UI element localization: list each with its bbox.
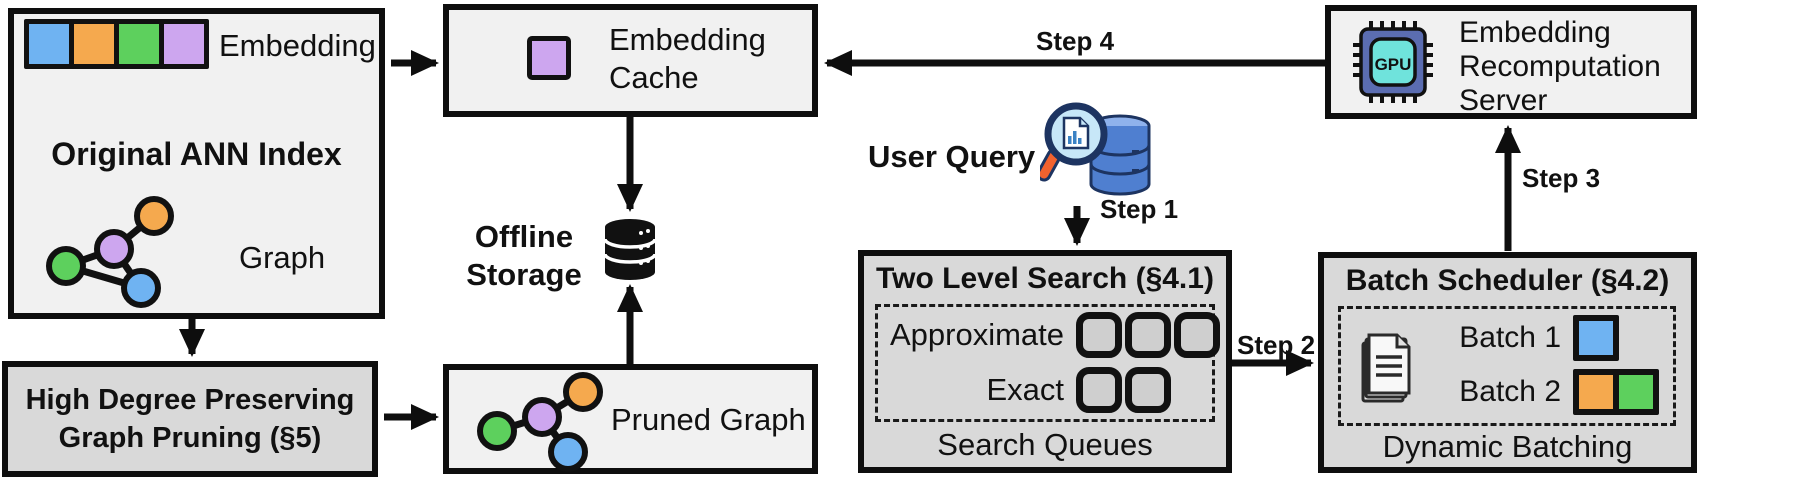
database-icon xyxy=(604,219,656,280)
batch-1-queries xyxy=(1573,315,1619,361)
graph-node-orange xyxy=(563,372,603,412)
graph-node-blue xyxy=(121,268,161,308)
exact-queue-row: Exact xyxy=(886,367,1171,413)
queue-slot xyxy=(1174,312,1220,358)
graph-pruning-box: High Degree Preserving Graph Pruning (§5… xyxy=(2,361,378,477)
two-level-search-title: Two Level Search (§4.1) xyxy=(876,262,1214,295)
graph-node-blue xyxy=(548,432,588,472)
graph-node-green xyxy=(46,246,86,286)
approximate-queue-row: Approximate xyxy=(886,312,1220,358)
query-search-icon xyxy=(1040,102,1151,196)
cached-embedding-icon xyxy=(527,36,571,80)
batch-2-row: Batch 2 xyxy=(1431,369,1659,415)
two-level-search-box: Two Level Search (§4.1) Approximate Exac… xyxy=(858,250,1232,473)
batch-query-orange xyxy=(1579,375,1613,409)
search-queues-footer: Search Queues xyxy=(937,427,1153,462)
pruning-title-line2: Graph Pruning (§5) xyxy=(58,422,322,454)
batch-2-queries xyxy=(1573,369,1659,415)
gpu-chip-icon: GPU xyxy=(1353,21,1433,103)
embedding-segment-blue xyxy=(29,24,69,64)
graph-node-green xyxy=(477,411,517,451)
original-graph-icon xyxy=(42,192,202,317)
offline-storage-line2: Storage xyxy=(466,257,582,292)
server-label-line2: Recomputation xyxy=(1459,50,1661,83)
queue-slot xyxy=(1076,367,1122,413)
batch-query-green xyxy=(1619,375,1653,409)
cached-embedding-purple xyxy=(532,41,566,75)
embedding-segment-purple xyxy=(164,24,204,64)
pruned-graph-label: Pruned Graph xyxy=(611,402,806,437)
step-4-label: Step 4 xyxy=(1036,26,1115,56)
cache-label-line1: Embedding xyxy=(609,22,766,57)
offline-storage-label: Offline Storage xyxy=(450,218,598,294)
batch-2-label: Batch 2 xyxy=(1459,375,1561,408)
approximate-label: Approximate xyxy=(889,317,1064,352)
server-label-line1: Embedding xyxy=(1459,16,1611,49)
documents-icon xyxy=(1361,333,1411,403)
cache-label-line2: Cache xyxy=(609,60,699,95)
original-ann-index-box: Embedding Original ANN Index Graph xyxy=(8,8,385,319)
graph-node-orange xyxy=(134,196,174,236)
recomputation-server-box: GPU Embedding Recomputation Server xyxy=(1325,5,1697,119)
server-label: Embedding Recomputation Server xyxy=(1459,16,1661,118)
batch-1-label: Batch 1 xyxy=(1459,321,1561,354)
search-queues-panel: Approximate Exact xyxy=(875,304,1220,422)
pruning-title-line1: High Degree Preserving xyxy=(25,384,355,416)
offline-storage-line1: Offline xyxy=(474,219,574,254)
queue-slot xyxy=(1125,367,1171,413)
user-query-label: User Query xyxy=(868,139,1036,174)
embedding-segment-orange xyxy=(74,24,114,64)
batch-query-blue xyxy=(1579,321,1613,355)
batch-scheduler-box: Batch Scheduler (§4.2) Batch 1 Batch 2 xyxy=(1318,252,1697,473)
graph-node-purple xyxy=(94,229,134,269)
approximate-queue-slots xyxy=(1076,312,1220,358)
queue-slot xyxy=(1125,312,1171,358)
ann-index-title: Original ANN Index xyxy=(51,136,342,172)
batch-scheduler-title: Batch Scheduler (§4.2) xyxy=(1345,264,1670,297)
pruned-graph-box: Pruned Graph xyxy=(443,364,818,474)
graph-node-purple xyxy=(522,397,562,437)
queue-slot xyxy=(1076,312,1122,358)
exact-queue-slots xyxy=(1076,367,1171,413)
cache-label: Embedding Cache xyxy=(609,21,766,97)
embedding-cache-box: Embedding Cache xyxy=(443,4,818,117)
step-2-label: Step 2 xyxy=(1237,330,1316,360)
magnifier-icon xyxy=(1040,102,1108,182)
graph-label: Graph xyxy=(239,240,326,275)
step-3-label: Step 3 xyxy=(1522,163,1601,193)
exact-label: Exact xyxy=(986,372,1064,407)
pruned-graph-icon xyxy=(467,372,617,472)
step-1-label: Step 1 xyxy=(1100,194,1179,224)
dynamic-batching-panel: Batch 1 Batch 2 xyxy=(1338,306,1676,426)
batch-1-row: Batch 1 xyxy=(1431,315,1619,361)
embedding-label: Embedding xyxy=(219,28,376,63)
gpu-chip-label: GPU xyxy=(1375,55,1412,74)
embedding-vector-icon xyxy=(24,19,209,69)
server-label-line3: Server xyxy=(1459,84,1548,117)
embedding-segment-green xyxy=(119,24,159,64)
dynamic-batching-footer: Dynamic Batching xyxy=(1382,429,1633,464)
